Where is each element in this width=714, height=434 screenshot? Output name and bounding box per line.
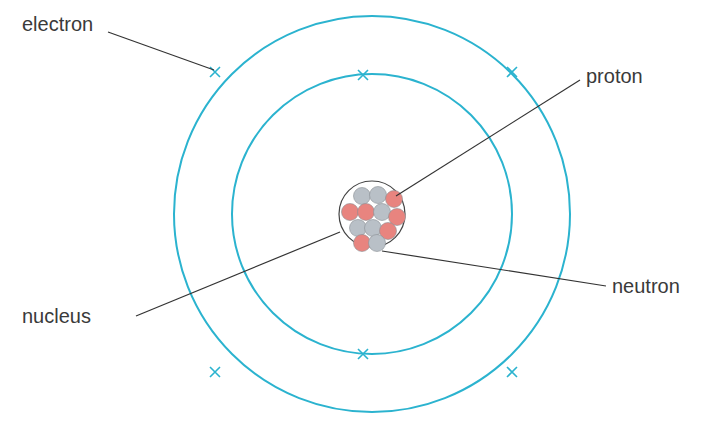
part-label: electron [22, 12, 93, 36]
inner-shell [232, 74, 512, 354]
part-label: proton [586, 64, 643, 88]
nucleus-particles [342, 187, 406, 252]
part-label: nucleus [22, 304, 91, 328]
leader-lines [108, 32, 606, 316]
part-label: neutron [612, 274, 680, 298]
outer-shell [174, 16, 570, 412]
electron-marks [210, 67, 517, 377]
